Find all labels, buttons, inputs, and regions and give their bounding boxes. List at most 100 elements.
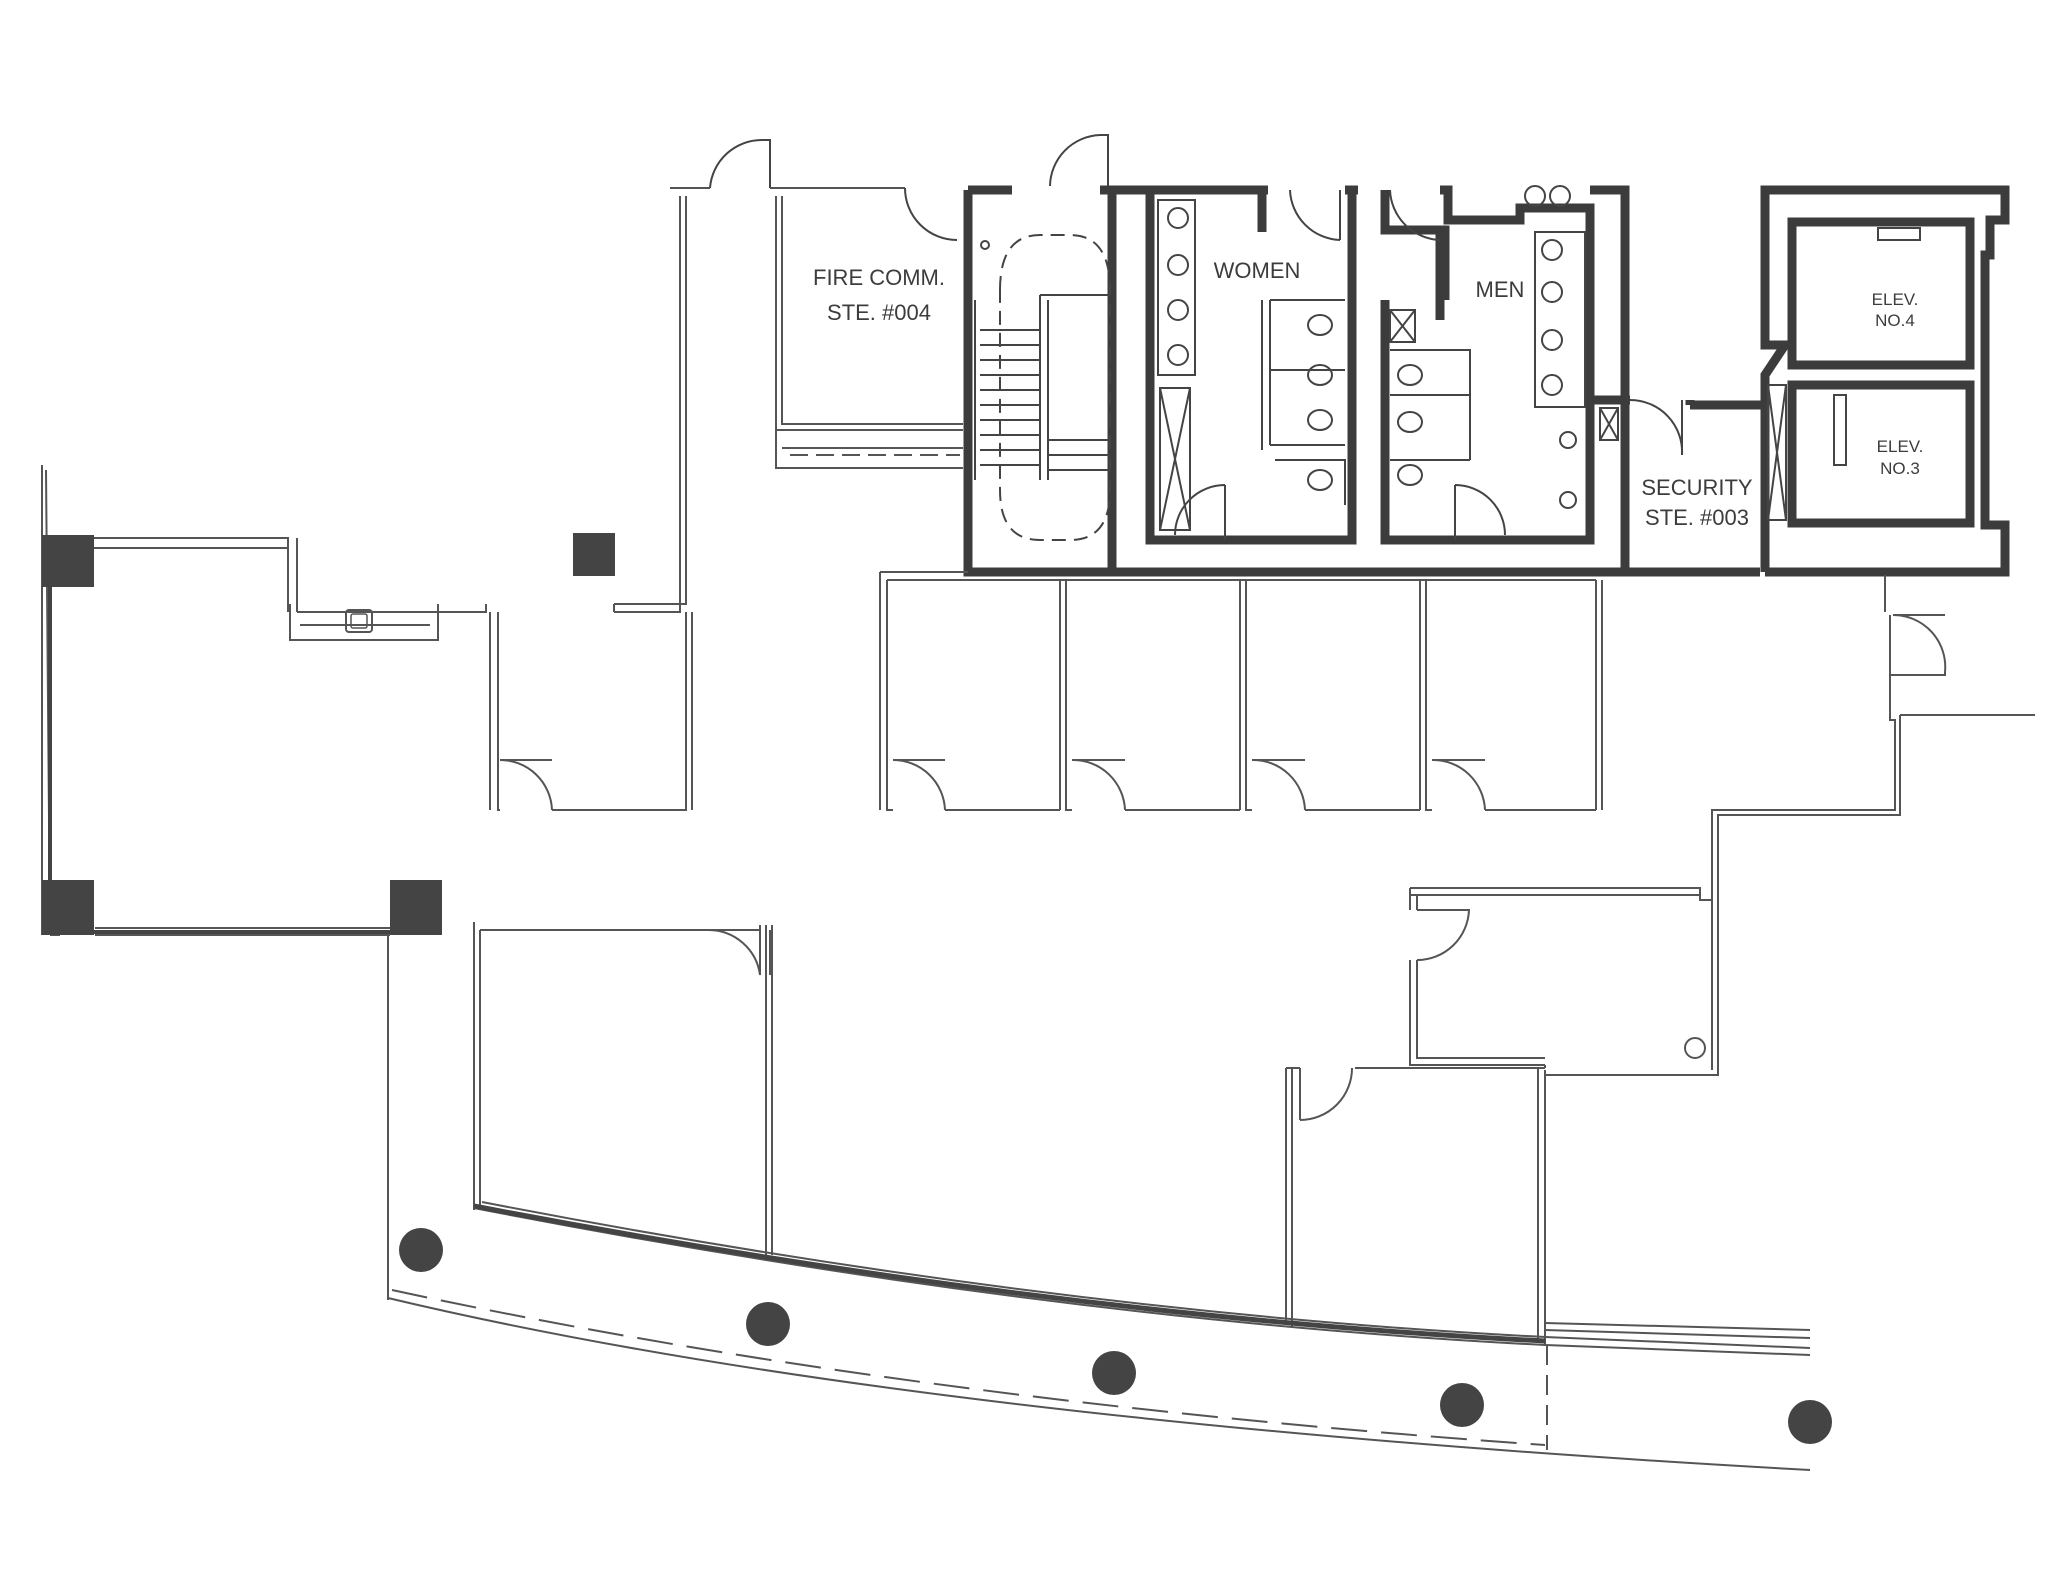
women-storage-x [1159,387,1191,531]
exterior-dashed [391,1289,1546,1446]
service-shaft [1599,407,1619,441]
security-label-2: STE. #003 [1645,505,1749,530]
column-sq-1 [42,535,94,587]
toilet-icon [1307,469,1333,491]
column-round-2 [746,1302,790,1346]
elev4-label-1: ELEV. [1872,290,1919,309]
men-shaft-x [1389,309,1416,343]
column-round-4 [1440,1383,1484,1427]
toilet-icon [1397,464,1423,486]
toilet-icon [1307,364,1333,386]
upper-left-wall-3 [296,196,681,613]
toilet-icon [1397,411,1423,433]
women-wall [1112,185,1357,545]
office-2 [1125,580,1252,811]
women-vanity [1157,199,1196,376]
service-shaft-x [1599,407,1619,441]
office-3 [1305,580,1432,811]
women-label: WOMEN [1214,258,1301,283]
office-4 [1485,580,1603,811]
elevator-details [1767,227,1921,521]
stair-landing [1039,294,1110,480]
sink-bowl [350,613,368,629]
men-fixtures [1389,185,1619,509]
service-wall [1590,185,1630,572]
women-fixtures [1157,199,1346,531]
sink-icon [1167,254,1189,276]
elevator-car-4 [1787,217,1975,370]
men-door [1389,189,1441,241]
toilet-icon [1307,409,1333,431]
men-wall [1352,185,1595,545]
room-a-walls [489,612,693,811]
men-stalls [1390,349,1471,461]
right-stepped-wall-2 [1545,715,1901,1076]
sink-icon [1541,239,1563,261]
urinal-icon [1559,431,1577,449]
left-room-south [95,927,390,936]
women-storage [1159,387,1191,531]
urinal-icon [1559,491,1577,509]
toilet-icon [1397,364,1423,386]
elevator-shaft-x [1767,384,1787,521]
elevator-core [1760,185,2010,577]
sink-icon [1167,299,1189,321]
lower-left-door [707,925,761,976]
women-stall-door [1174,484,1506,540]
men-label: MEN [1476,277,1525,302]
partitions [41,187,2035,1471]
upper-left-wall [614,187,710,605]
sink-icon [1167,207,1189,229]
elevator-car-3 [1787,380,1975,528]
sink-icon [1541,281,1563,303]
security-wall [1625,395,1765,410]
women-stalls [1261,299,1345,450]
exterior-line [387,935,1811,1471]
column-sq-2 [573,533,615,576]
women-door [1289,189,1341,241]
curtain-wall-2 [1544,1322,1811,1339]
entry-door [1892,613,1947,673]
room-labels: FIRE COMM. STE. #004 WOMEN MEN SECURITY … [813,258,1923,530]
core-doors [709,134,1684,540]
fire-comm-label-1: FIRE COMM. [813,265,945,290]
security-label-1: SECURITY [1641,475,1753,500]
sink-icon [1167,344,1189,366]
core-walls [963,185,2010,577]
sink-icon [1541,374,1563,396]
stair [974,234,1111,541]
stair-door [1049,134,1109,187]
women-stall-low [1275,459,1346,505]
fire-comm-door [709,138,958,241]
lower-divider [765,925,773,1255]
elevator-panel [1877,227,1921,241]
drinking-fountain-icon [1549,185,1571,207]
lower-left-room [439,922,771,1210]
elev4-label-2: NO.4 [1875,311,1915,330]
security-door [1629,398,1684,456]
core-outline [963,190,1760,577]
inner-office-door [1416,909,1471,961]
office-row-top [879,571,1596,811]
curtain-wall-main [473,1203,1546,1344]
column-round-5 [1788,1400,1832,1444]
fire-comm-walls [770,187,963,469]
inner-office [1409,887,1712,1066]
sink-icon [345,609,373,633]
stair-hatch [980,240,990,250]
stair-treads-2 [1048,439,1110,471]
men-vanity [1534,231,1586,408]
stair-treads [980,329,1040,466]
lower-office-door [1299,1067,1353,1121]
elevator-shaft-left [1767,384,1787,521]
curtain-wall-inner [481,1201,1811,1349]
column-round-3 [1092,1351,1136,1395]
upper-left-wall-2 [83,537,615,613]
column-sq-4 [390,880,442,935]
room-a-door [499,759,553,811]
lower-office-right [1537,1068,1546,1345]
right-stepped-wall [1711,575,1946,1070]
elevator-panel-3 [1833,394,1847,466]
column-sq-3 [42,880,94,935]
toilet-icon [1307,314,1333,336]
